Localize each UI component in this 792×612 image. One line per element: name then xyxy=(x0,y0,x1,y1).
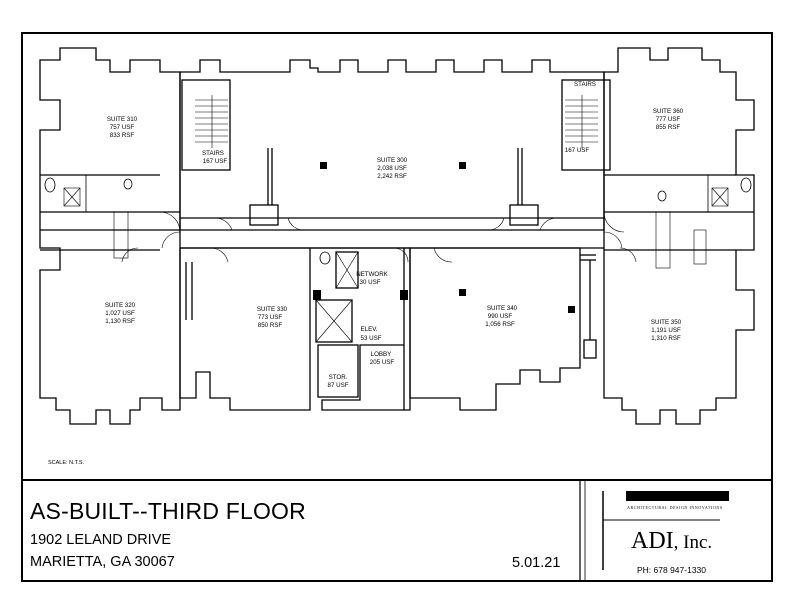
scale-note: SCALE: N.T.S. xyxy=(48,460,85,466)
suite-320-name: SUITE 320 xyxy=(105,302,136,309)
network-closet xyxy=(335,251,359,289)
west-wing-outline xyxy=(39,47,181,425)
suite-320-usf: 1,027 USF xyxy=(105,310,135,317)
west-stairs xyxy=(181,79,231,171)
suite-340-rsf: 1,056 RSF xyxy=(485,321,515,328)
east-stairs xyxy=(561,79,611,171)
network-usf: 30 USF xyxy=(360,279,381,286)
suite-300-outline xyxy=(179,59,605,231)
suite-340-outline xyxy=(409,247,581,411)
suite-360-rsf: 855 RSF xyxy=(656,124,681,131)
firm-tagline: ARCHITECTURAL DESIGN INNOVATIONS xyxy=(627,505,723,510)
suite-360-usf: 777 USF xyxy=(656,116,681,123)
suite-310-usf: 757 USF xyxy=(110,124,135,131)
suite-310-name: SUITE 310 xyxy=(107,116,138,123)
storage-name: STOR. xyxy=(329,374,348,381)
suite-330-outline xyxy=(179,247,311,411)
suite-350-name: SUITE 350 xyxy=(651,319,682,326)
east-wing-outline xyxy=(603,47,755,425)
storage-room xyxy=(317,344,359,398)
lobby-name: LOBBY xyxy=(371,351,392,358)
suite-300-usf: 2,038 USF xyxy=(377,165,407,172)
elevator-shaft xyxy=(315,299,353,343)
firm-name-main: ADI xyxy=(631,528,674,554)
firm-phone: PH: 678 947-1330 xyxy=(637,565,706,575)
drawing-title: AS-BUILT--THIRD FLOOR xyxy=(30,498,306,524)
elevator-usf: 53 USF xyxy=(361,335,382,342)
stairs-east-name: STAIRS xyxy=(574,81,596,88)
suite-360-name: SUITE 360 xyxy=(653,108,684,115)
stairs-west-name: STAIRS xyxy=(202,150,224,157)
suite-310-rsf: 833 RSF xyxy=(110,132,135,139)
suite-300-rsf: 2,242 RSF xyxy=(377,173,407,180)
drawing-date: 5.01.21 xyxy=(512,555,561,571)
stairs-west-usf: 167 USF xyxy=(203,158,228,165)
suite-330-usf: 773 USF xyxy=(258,314,283,321)
suite-300-name: SUITE 300 xyxy=(377,157,408,164)
firm-name-suffix: , Inc. xyxy=(673,532,713,553)
adi-logo-mark xyxy=(602,491,729,570)
stairs-east-usf: 167 USF xyxy=(565,147,590,154)
suite-340-usf: 990 USF xyxy=(488,313,513,320)
floor-plan xyxy=(39,47,755,425)
suite-350-rsf: 1,310 RSF xyxy=(651,335,681,342)
elevator-name: ELEV. xyxy=(361,326,378,333)
column-markers xyxy=(313,162,575,313)
lobby-usf: 205 USF xyxy=(370,359,395,366)
network-name: NETWORK xyxy=(356,271,388,278)
address-line-2: MARIETTA, GA 30067 xyxy=(30,554,175,570)
outer-border xyxy=(21,32,773,582)
suite-350-usf: 1,191 USF xyxy=(651,327,681,334)
suite-320-rsf: 1,130 RSF xyxy=(105,318,135,325)
storage-usf: 87 USF xyxy=(328,382,349,389)
suite-340-name: SUITE 340 xyxy=(487,305,518,312)
room-labels: SUITE 310 757 USF 833 RSF STAIRS 167 USF… xyxy=(105,81,684,389)
firm-name: ADI, Inc. xyxy=(631,528,712,555)
suite-330-rsf: 850 RSF xyxy=(258,322,283,329)
suite-330-name: SUITE 330 xyxy=(257,306,288,313)
address-line-1: 1902 LELAND DRIVE xyxy=(30,532,172,548)
